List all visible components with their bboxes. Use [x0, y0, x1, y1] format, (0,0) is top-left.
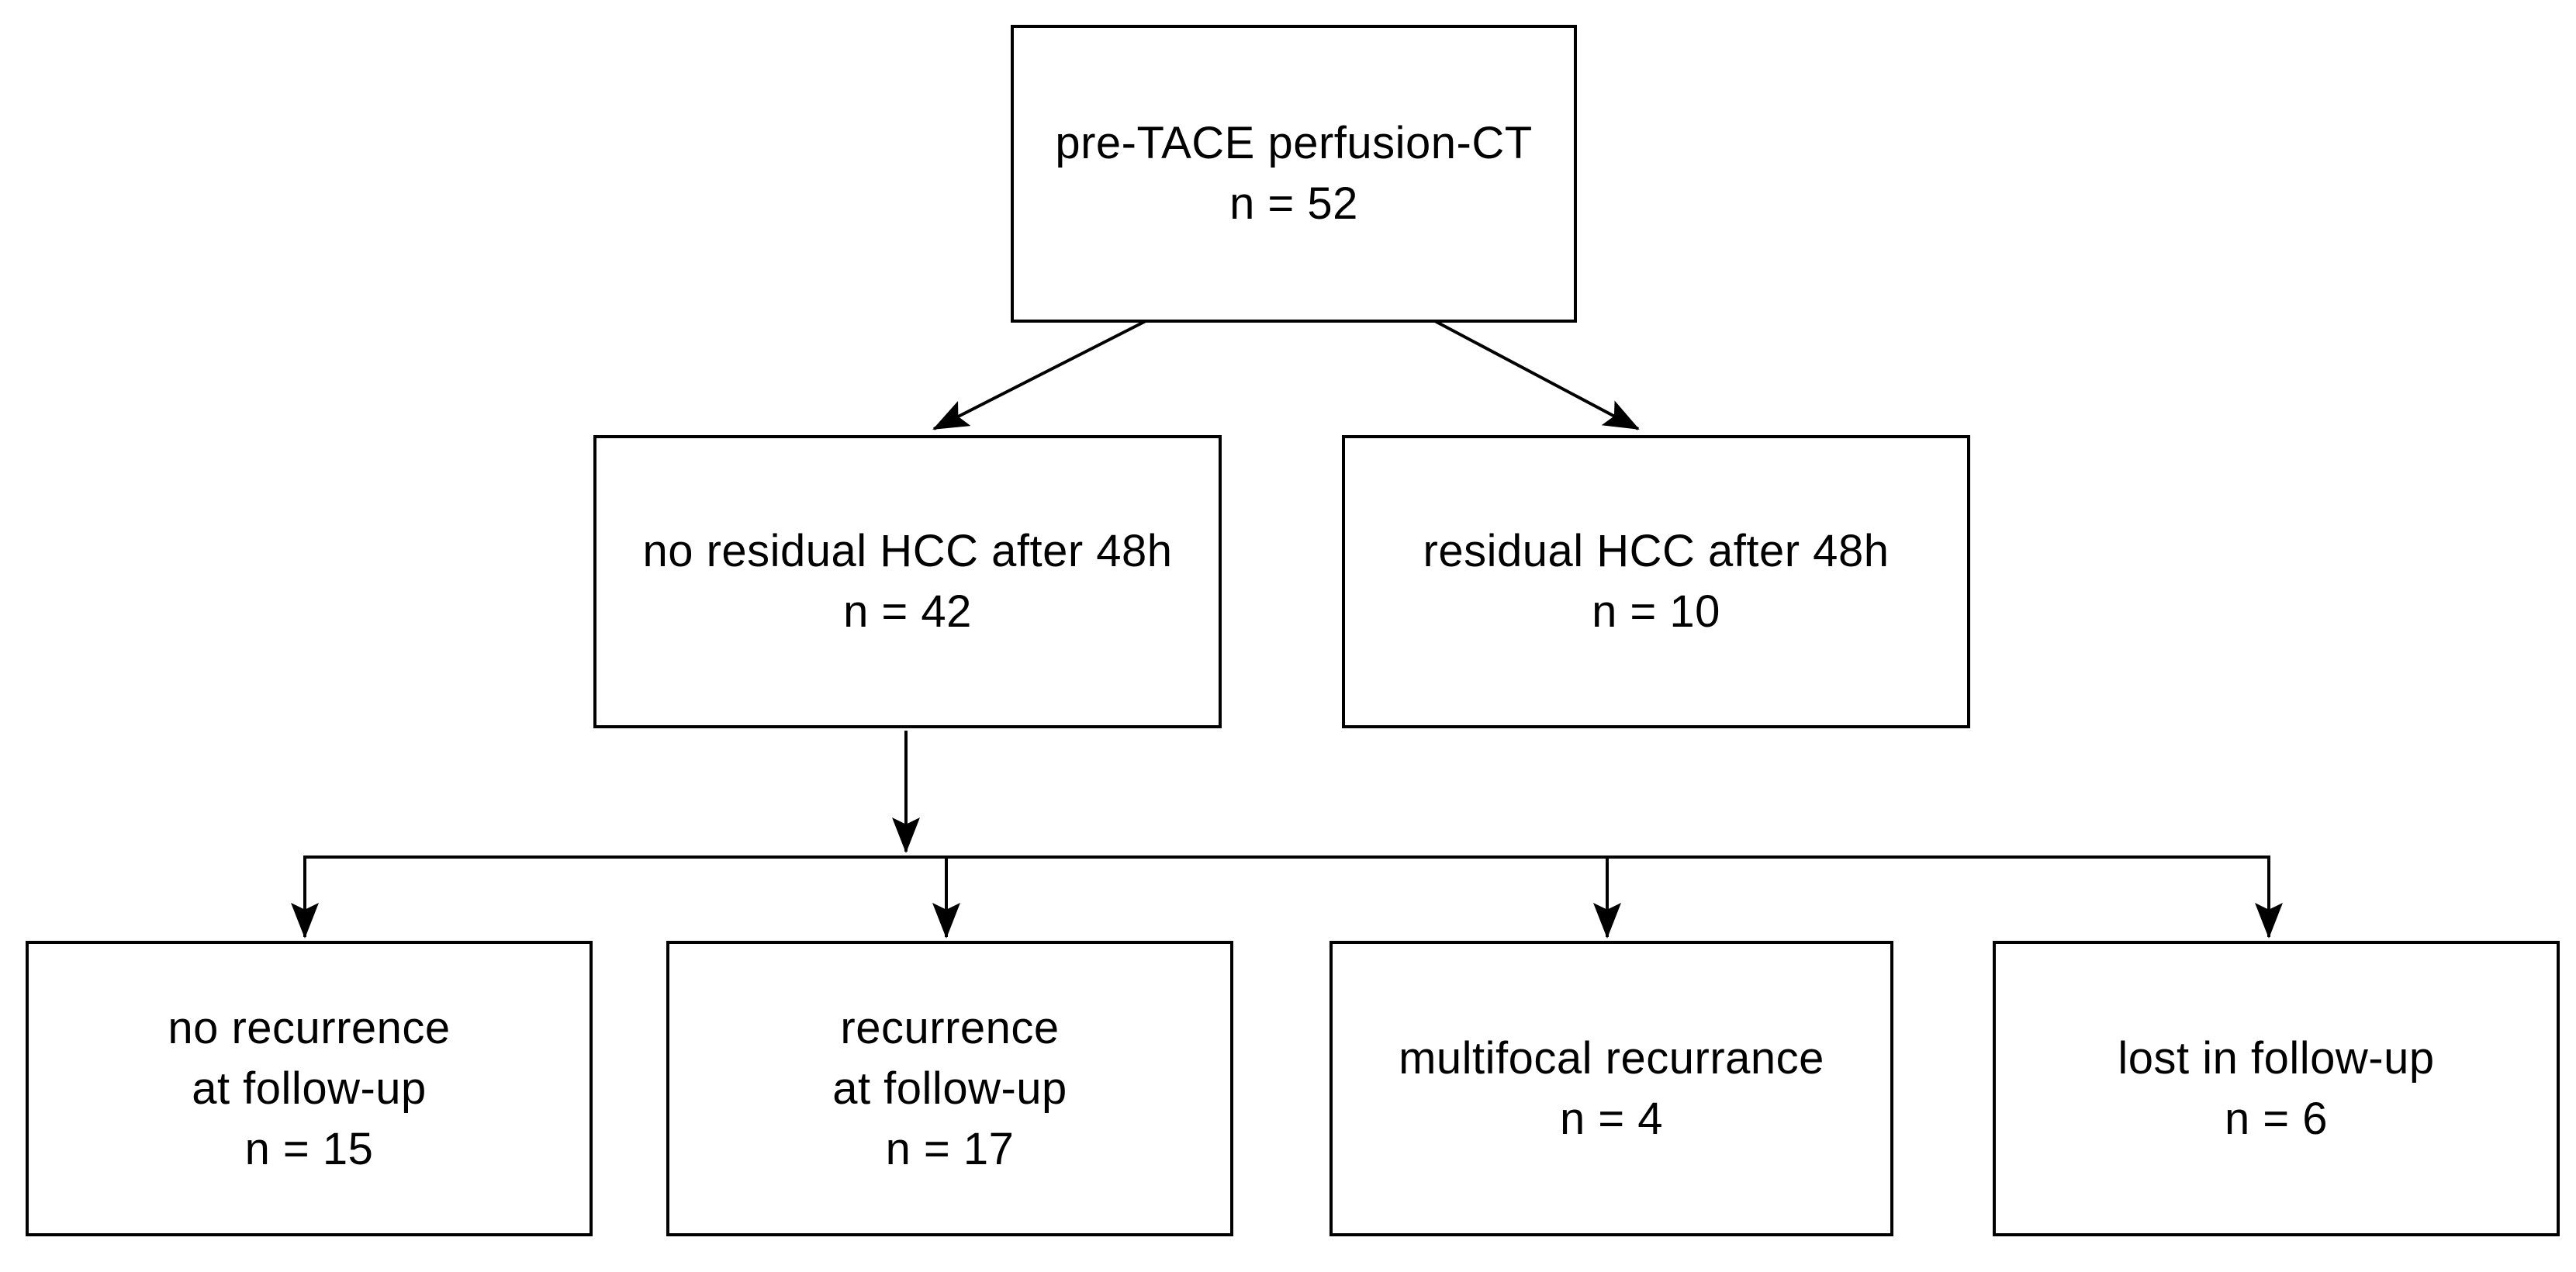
node-count: n = 17 — [885, 1123, 1015, 1174]
node-recurrence: recurrence at follow-up n = 17 — [666, 941, 1233, 1236]
node-label: no residual HCC after 48h — [642, 526, 1173, 576]
edge-pre-tace-to-no-residual — [932, 320, 1146, 430]
node-count: n = 6 — [2224, 1093, 2329, 1144]
node-multifocal-recurrance: multifocal recurrance n = 4 — [1329, 941, 1893, 1236]
node-count: n = 42 — [843, 586, 972, 637]
node-label: residual HCC after 48h — [1423, 526, 1890, 576]
node-residual-hcc: residual HCC after 48h n = 10 — [1342, 435, 1970, 728]
node-count: n = 4 — [1559, 1093, 1664, 1144]
node-label: pre-TACE perfusion-CT — [1055, 118, 1533, 168]
edge-pre-tace-to-residual — [1434, 320, 1640, 430]
node-label-line2: at follow-up — [192, 1063, 427, 1114]
node-no-recurrence: no recurrence at follow-up n = 15 — [26, 941, 593, 1236]
node-count: n = 52 — [1229, 178, 1358, 229]
node-label-line2: at follow-up — [832, 1063, 1067, 1114]
node-lost-in-follow-up: lost in follow-up n = 6 — [1993, 941, 2560, 1236]
node-label: multifocal recurrance — [1399, 1032, 1824, 1084]
node-label: lost in follow-up — [2118, 1032, 2435, 1084]
node-pre-tace-perfusion-ct: pre-TACE perfusion-CT n = 52 — [1011, 25, 1577, 323]
node-no-residual-hcc: no residual HCC after 48h n = 42 — [593, 435, 1222, 728]
node-label-line1: recurrence — [840, 1002, 1060, 1053]
node-label-line1: no recurrence — [168, 1002, 451, 1053]
node-count: n = 10 — [1592, 586, 1720, 637]
node-count: n = 15 — [244, 1123, 374, 1174]
